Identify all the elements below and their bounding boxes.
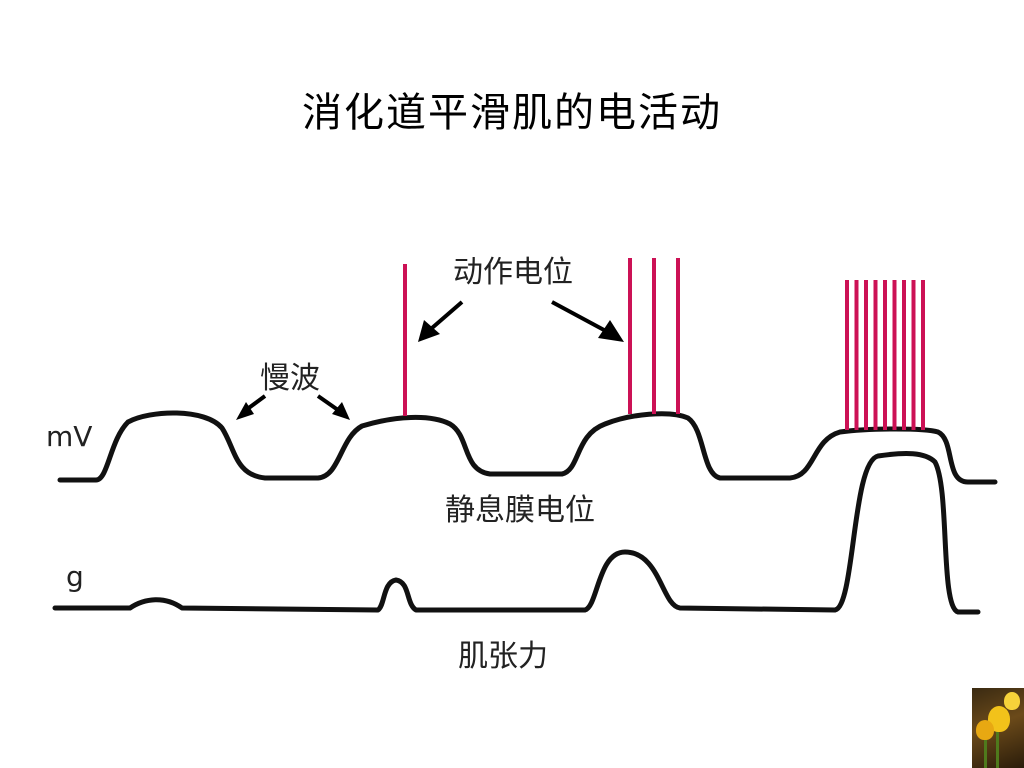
arrowhead-slow-wave-left	[236, 402, 254, 420]
muscle-tension-label: 肌张力	[458, 639, 548, 674]
action-potential-spikes	[403, 258, 925, 430]
membrane-potential-trace	[57, 410, 998, 485]
slow-wave-label: 慢波	[260, 361, 320, 396]
mv-axis-label: mV	[46, 420, 92, 453]
arrowhead-ap-right	[598, 320, 624, 342]
arrowhead-slow-wave-right	[332, 402, 350, 420]
action-potential-label: 动作电位	[453, 255, 573, 290]
arrows	[236, 300, 624, 420]
resting-potential-label: 静息膜电位	[445, 493, 595, 528]
muscle-tension-trace	[52, 451, 981, 615]
slide-title: 消化道平滑肌的电活动	[302, 90, 722, 136]
arrowhead-ap-left	[418, 320, 440, 342]
g-axis-label: g	[66, 560, 84, 593]
arrow-ap-right	[551, 300, 605, 332]
arrow-ap-left	[430, 300, 464, 330]
tulip-flower-icon	[972, 688, 1024, 768]
arrow-slow-wave-right	[316, 394, 340, 412]
